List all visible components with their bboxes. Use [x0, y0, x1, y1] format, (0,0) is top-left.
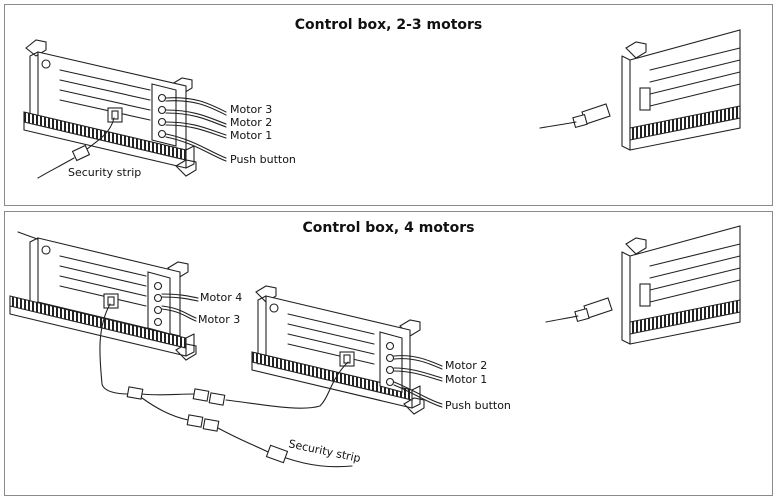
security-strip-label: Security strip: [287, 437, 361, 465]
motor-4-label: Motor 4: [200, 291, 242, 304]
motor-cables-top: [165, 97, 227, 162]
security-strip-splitter-cable: [99, 303, 353, 468]
control-box-a: [9, 231, 197, 361]
panel-title: Control box, 4 motors: [302, 220, 475, 236]
security-strip-cable-top: [37, 117, 115, 179]
motor-2-label: Motor 2: [230, 116, 272, 129]
motor-3-label: Motor 3: [230, 103, 272, 116]
control-box-detail-bottom: [545, 225, 741, 345]
motor-1-label: Motor 1: [445, 373, 487, 386]
push-button-label: Push button: [230, 153, 296, 166]
motor-cables-a: [161, 293, 199, 322]
control-box-b: [251, 285, 425, 415]
motor-cables-b: [393, 355, 443, 408]
motor-2-label: Motor 2: [445, 359, 487, 372]
push-button-label: Push button: [445, 399, 511, 412]
security-strip-label: Security strip: [68, 166, 141, 179]
control-box-detail-top: [539, 29, 741, 151]
panel-title: Control box, 2-3 motors: [294, 17, 483, 33]
motor-3-label: Motor 3: [198, 313, 240, 326]
control-box-2-3-motors: [23, 39, 197, 177]
motor-1-label: Motor 1: [230, 129, 272, 142]
